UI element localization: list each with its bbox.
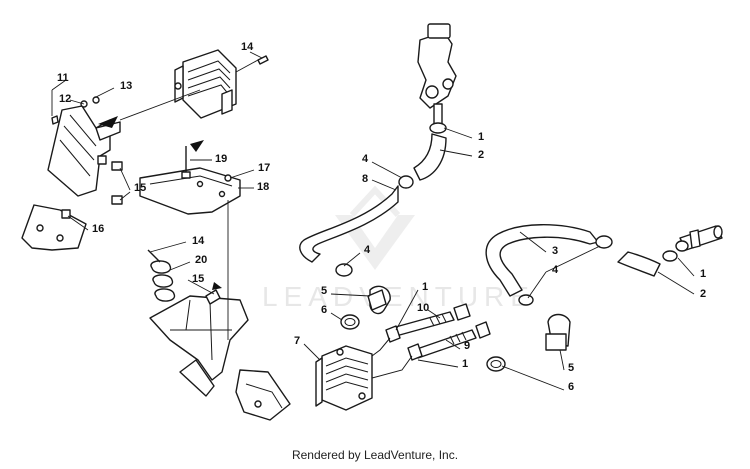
render-credit: Rendered by LeadVenture, Inc.: [291, 448, 459, 462]
callout-c18: 18: [257, 181, 269, 193]
elbow-hose-2-right: [617, 251, 661, 277]
callout-c5a: 5: [321, 285, 327, 297]
long-hose-3: [485, 224, 599, 297]
callout-c13: 13: [120, 80, 132, 92]
heat-shield-18: [139, 167, 241, 215]
callout-c10: 10: [417, 302, 429, 314]
callout-c14b: 14: [192, 235, 205, 247]
clips-15-upper: [97, 155, 123, 205]
elbow-hose-5-left: [367, 285, 391, 315]
frame-section: [149, 295, 291, 421]
callout-c2b: 2: [700, 288, 706, 300]
bolt-19: [181, 140, 204, 179]
callout-c12: 12: [59, 93, 71, 105]
callout-c1a: 1: [478, 131, 484, 143]
callout-c17: 17: [258, 162, 270, 174]
screw-14-upper: [235, 55, 269, 73]
callout-c14a: 14: [241, 41, 254, 53]
exploded-view-drawing: LEADVENTURE: [21, 23, 723, 421]
callout-c4b: 4: [364, 244, 371, 256]
callout-c1d: 1: [462, 358, 468, 370]
callout-c20: 20: [195, 254, 207, 266]
long-hose-8: [299, 185, 399, 263]
clamp-6-left: [340, 314, 360, 330]
clamp-4-left: [335, 263, 353, 277]
clamp-1-right: [662, 250, 678, 262]
thermostat-housing: [417, 23, 457, 125]
callout-c2a: 2: [478, 149, 484, 161]
callout-c4c: 4: [552, 264, 559, 276]
mount-bracket: [47, 105, 121, 197]
callout-c15a: 15: [134, 182, 146, 194]
leadventure-watermark: LEADVENTURE: [262, 185, 535, 312]
callout-c6b: 6: [568, 381, 574, 393]
elbow-hose-2-upper: [413, 133, 447, 181]
oil-cooler-upper: [174, 49, 237, 119]
callout-c19: 19: [215, 153, 227, 165]
callout-c1c: 1: [422, 281, 428, 293]
callout-c4a: 4: [362, 153, 369, 165]
callout-c5b: 5: [568, 362, 574, 374]
oil-lines-9-10: [371, 303, 491, 379]
callout-c11: 11: [57, 72, 69, 84]
lower-guard-16: [21, 204, 87, 251]
callout-c1b: 1: [700, 268, 706, 280]
callout-c7: 7: [294, 335, 300, 347]
clamp-4-upper: [398, 175, 414, 189]
elbow-hose-5-right: [545, 313, 571, 351]
callout-c15b: 15: [192, 273, 204, 285]
callout-c16: 16: [92, 223, 104, 235]
clamp-6-right: [486, 356, 506, 372]
upper-clamp-1: [429, 122, 447, 134]
callout-c9: 9: [464, 340, 470, 352]
clamp-4-right: [518, 235, 613, 306]
harness-clip-20: [147, 249, 176, 302]
oil-cooler-7: [315, 345, 373, 411]
clip-15-lower: [205, 282, 222, 305]
callout-c3: 3: [552, 245, 558, 257]
leader-lines: [51, 51, 695, 391]
watermark-text: LEADVENTURE: [262, 281, 535, 312]
callout-c8: 8: [362, 173, 368, 185]
callout-c6a: 6: [321, 304, 327, 316]
tee-fitting: [675, 225, 723, 252]
